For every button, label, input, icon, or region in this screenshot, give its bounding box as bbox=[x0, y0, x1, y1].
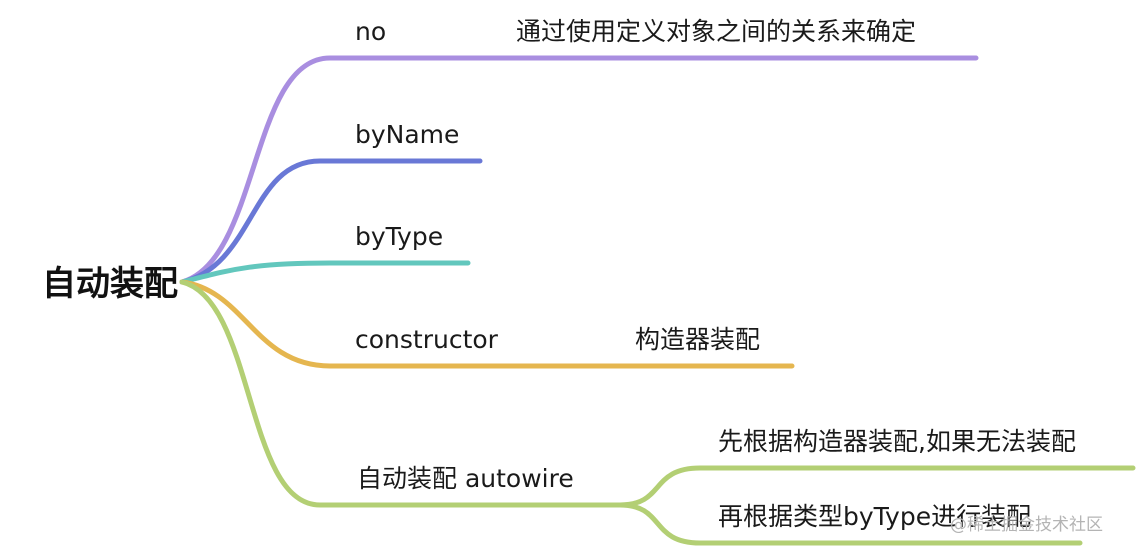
root-node: 自动装配 bbox=[42, 264, 178, 304]
edge-byname bbox=[179, 158, 483, 285]
edge-bytype bbox=[179, 260, 471, 285]
edge-autowire-child-2 bbox=[617, 502, 1083, 546]
branch-autowire-label: 自动装配 autowire bbox=[357, 464, 574, 493]
autowire-child-1: 先根据构造器装配,如果无法装配 bbox=[718, 427, 1076, 456]
edge-autowire bbox=[179, 279, 623, 508]
autowire-child-2: 再根据类型byType进行装配 bbox=[718, 502, 1032, 531]
edge-constructor bbox=[179, 279, 795, 369]
branch-bytype-label: byType bbox=[355, 222, 444, 251]
branch-byname-label: byName bbox=[355, 120, 460, 149]
edge-autowire-child-1 bbox=[617, 465, 1136, 508]
branch-no-note: 通过使用定义对象之间的关系来确定 bbox=[516, 17, 917, 46]
branch-no-label: no bbox=[355, 17, 387, 46]
watermark: @稀土掘金技术社区 bbox=[950, 515, 1103, 535]
edge-no bbox=[179, 55, 979, 285]
branch-constructor-label: constructor bbox=[355, 325, 498, 354]
branch-constructor-note: 构造器装配 bbox=[635, 325, 761, 354]
